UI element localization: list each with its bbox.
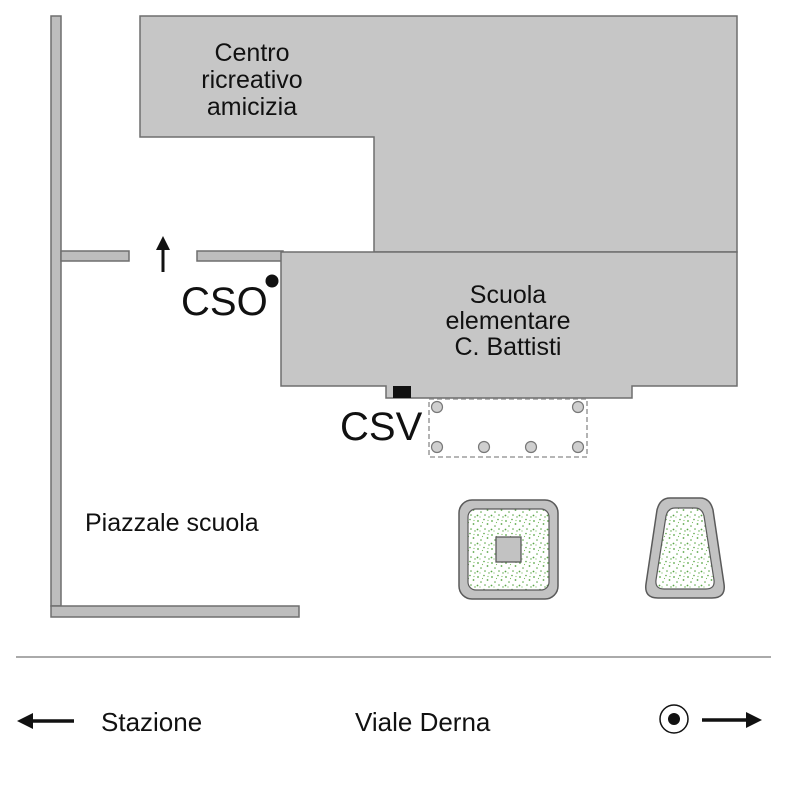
csv-label: CSV <box>340 405 423 449</box>
trapezoid-planter <box>645 497 725 599</box>
canopy-posts <box>430 400 585 454</box>
gate-wall-left <box>60 250 130 262</box>
scuola-label-line3: C. Battisti <box>455 333 562 361</box>
street-name-label: Viale Derna <box>355 707 491 737</box>
left-arrow-icon <box>17 713 74 729</box>
cso-label: CSO <box>181 280 268 324</box>
post <box>571 440 585 454</box>
post <box>571 400 585 414</box>
centro-label-line2: ricreativo <box>201 66 302 94</box>
csv-point-marker <box>393 386 411 398</box>
square-planter <box>458 499 559 600</box>
scuola-elementare-building <box>280 251 738 399</box>
scuola-label-line2: elementare <box>445 307 570 335</box>
post <box>477 440 491 454</box>
stazione-label: Stazione <box>101 707 202 737</box>
scuola-label-line1: Scuola <box>470 281 547 309</box>
gate-wall-right <box>196 250 284 262</box>
cso-point-marker <box>265 274 279 288</box>
square-planter-center-block <box>495 536 522 563</box>
left-wall <box>50 15 62 607</box>
centro-ricreativo-label: Centro ricreativo amicizia <box>201 39 302 121</box>
canopy-outline <box>428 398 588 458</box>
scuola-elementare-label: Scuola elementare C. Battisti <box>445 281 570 361</box>
canopy-area <box>428 398 588 458</box>
bullseye-icon <box>659 704 689 734</box>
centro-label-line3: amicizia <box>207 93 297 121</box>
trapezoid-planter-greenery <box>655 507 715 590</box>
post <box>430 400 444 414</box>
post <box>524 440 538 454</box>
post <box>430 440 444 454</box>
up-arrow-icon <box>156 236 170 272</box>
right-arrow-icon <box>702 712 762 728</box>
bottom-wall <box>50 605 300 618</box>
centro-label-line1: Centro <box>214 39 289 67</box>
piazzale-label: Piazzale scuola <box>85 509 259 537</box>
perimeter-walls <box>50 15 300 618</box>
